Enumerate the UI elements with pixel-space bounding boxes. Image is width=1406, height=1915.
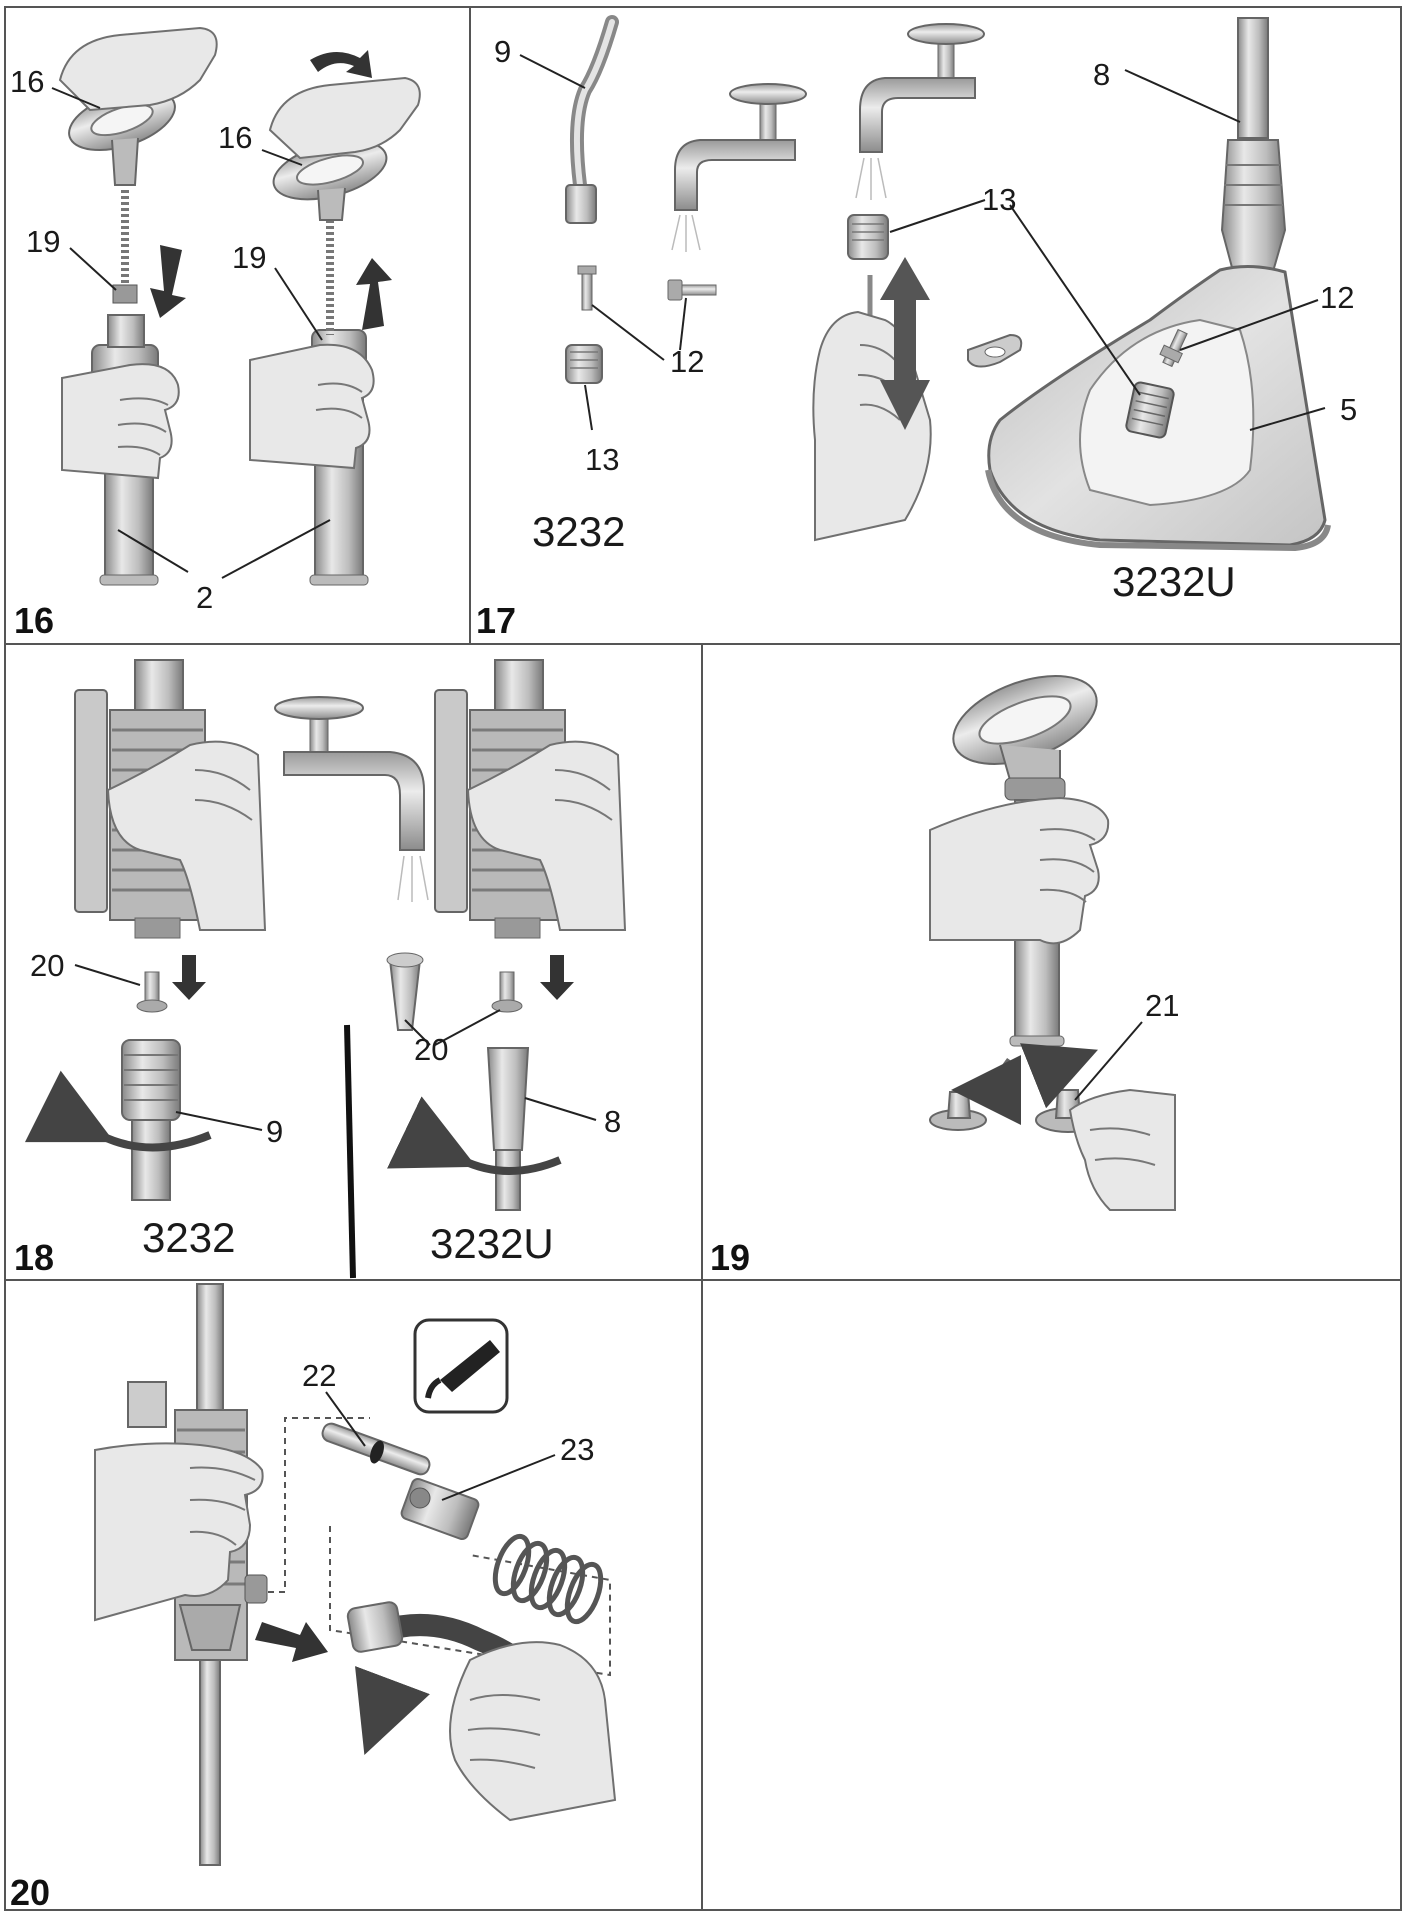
figure-number: 17: [476, 600, 516, 641]
hand-icon: [249, 343, 375, 470]
empty-panel: [704, 1282, 1399, 1908]
pin-left: [577, 265, 597, 311]
rotate-arrow-icon: [951, 1043, 1098, 1125]
pin-mid: [667, 279, 717, 301]
wand: [196, 1283, 224, 1866]
callout-13: 13: [585, 442, 619, 477]
valve-body: [400, 1477, 480, 1541]
handle-icon: [952, 675, 1098, 801]
model-label-3232: 3232: [532, 508, 625, 555]
divider-line: [344, 1024, 356, 1279]
hand-icon: [58, 26, 218, 112]
callout-23: 23: [560, 1432, 594, 1467]
figure-20: 22 23 20: [10, 1283, 617, 1913]
hand-icon: [929, 796, 1110, 945]
seat-left: [136, 971, 168, 1013]
callout-22: 22: [302, 1358, 336, 1393]
faucet-icon: [274, 696, 429, 902]
model-label-3232u: 3232U: [1112, 558, 1236, 605]
hand-icon: [1068, 1088, 1176, 1211]
up-arrow-icon: [880, 257, 930, 430]
rotate-arrow-icon: [310, 50, 372, 78]
hand-icon: [449, 1641, 617, 1822]
callout-16-left: 16: [10, 64, 44, 99]
callout-8: 8: [604, 1104, 621, 1139]
figure-16: 16 16 19 19 2 16: [10, 26, 421, 641]
valve-removed: [929, 1091, 987, 1131]
stem-left: [112, 190, 138, 304]
callout-8: 8: [1093, 57, 1110, 92]
leader-lines: [51, 87, 331, 579]
leader-lines: [74, 964, 597, 1131]
figure-number: 19: [710, 1237, 750, 1278]
callout-13-mid: 13: [982, 182, 1016, 217]
callout-20-left: 20: [30, 948, 64, 983]
figure-17: 9 12 13 13 8 12 5 3232 3232U 17: [476, 15, 1357, 641]
callout-19-left: 19: [26, 224, 60, 259]
hose-end: [565, 15, 619, 224]
callout-5: 5: [1340, 392, 1357, 427]
faucet-icon: [671, 83, 807, 252]
model-label-3232u: 3232U: [430, 1220, 554, 1267]
down-arrow-icon: [255, 1622, 328, 1662]
callout-9: 9: [494, 34, 511, 69]
hand-icon: [94, 1442, 264, 1622]
figure-18: 20 20 9 8 3232 3232U 18: [14, 659, 627, 1279]
callout-12: 12: [670, 344, 704, 379]
hand-icon: [268, 76, 421, 160]
callout-19-right: 19: [232, 240, 266, 275]
down-arrow-icon: [150, 245, 186, 318]
up-arrow-icon: [356, 258, 392, 330]
screen-left: [565, 344, 603, 384]
hand-icon: [61, 363, 180, 480]
hand-icon: [106, 740, 267, 931]
figure-number: 20: [10, 1872, 50, 1913]
callout-16-right: 16: [218, 120, 252, 155]
callout-12-shield: 12: [1320, 280, 1354, 315]
spring-icon: [492, 1533, 604, 1625]
grease-tube-icon: [413, 1318, 509, 1414]
rotate-arrow-icon: [387, 1096, 562, 1175]
seat-right: [491, 971, 523, 1013]
callout-9: 9: [266, 1114, 283, 1149]
panel-grid: [4, 6, 1402, 1911]
figure-19: 21 19: [710, 675, 1179, 1278]
down-arrow-icon: [172, 955, 206, 1000]
figure-number: 16: [14, 600, 54, 641]
callout-21: 21: [1145, 988, 1179, 1023]
wand: [1220, 17, 1287, 276]
seat-mid: [386, 952, 424, 1031]
leader-line: [1074, 1021, 1143, 1101]
screen-mid: [847, 214, 889, 260]
rotate-arrow-icon: [24, 1070, 212, 1152]
model-label-3232: 3232: [142, 1214, 235, 1261]
valve-stem: [321, 1422, 431, 1476]
hose-fitting-left: [121, 1039, 181, 1201]
callout-20-mid: 20: [414, 1032, 448, 1067]
callout-2: 2: [196, 580, 213, 615]
leader-lines: [325, 1391, 556, 1501]
screen-installed: [1125, 381, 1175, 439]
leader-lines: [519, 54, 1326, 431]
figure-number: 18: [14, 1237, 54, 1278]
down-arrow-icon: [540, 955, 574, 1000]
hand-icon: [466, 740, 627, 931]
faucet-icon: [855, 23, 985, 200]
pin-installed: [1159, 328, 1188, 368]
wand-fitting: [486, 1047, 530, 1211]
